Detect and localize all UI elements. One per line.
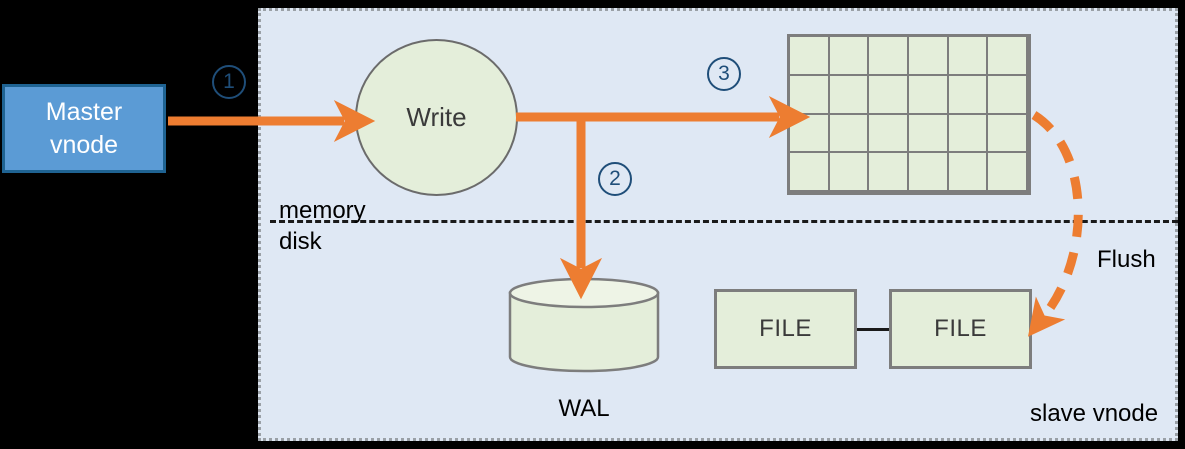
wal-label: WAL	[558, 395, 610, 422]
file-box-1-label: FILE	[759, 315, 812, 342]
memory-grid-cell	[790, 153, 830, 192]
memory-grid-cell	[909, 153, 949, 192]
master-vnode-line1: Master	[45, 97, 123, 126]
wal-cylinder[interactable]	[508, 277, 660, 373]
memory-grid-cell	[988, 153, 1028, 192]
memory-grid-cell	[790, 75, 830, 115]
memory-grid-cell	[829, 75, 870, 115]
step-circle-1: 1	[212, 65, 246, 99]
memory-grid-cell	[988, 75, 1028, 115]
write-node-label: Write	[406, 102, 467, 132]
memory-grid-cell	[869, 75, 909, 115]
master-vnode-box[interactable]: Master vnode	[2, 84, 166, 173]
file-box-2[interactable]: FILE	[889, 289, 1032, 369]
master-vnode-line2: vnode	[49, 130, 119, 159]
memory-grid-cell	[948, 75, 989, 115]
memory-grid-cell	[909, 37, 949, 76]
memory-grid-cell	[909, 75, 949, 115]
memory-grid-cell	[869, 153, 909, 192]
memory-grid-cell	[948, 153, 989, 192]
flush-label: Flush	[1097, 246, 1156, 273]
wal-cylinder-shape	[508, 277, 660, 373]
memory-grid	[787, 34, 1031, 195]
memory-grid-cell	[948, 114, 989, 154]
memory-grid-cell	[829, 37, 870, 76]
memory-grid-cell	[790, 37, 830, 76]
memory-grid-cell	[829, 153, 870, 192]
step-circle-2: 2	[598, 162, 632, 196]
step-circle-3: 3	[707, 57, 741, 91]
file-connector-line	[857, 328, 889, 331]
memory-grid-cell	[948, 37, 989, 76]
memory-grid-cell	[869, 114, 909, 154]
memory-label: memory	[279, 197, 366, 224]
step-1-number: 1	[223, 70, 235, 93]
file-box-2-label: FILE	[934, 315, 987, 342]
slave-vnode-label: slave vnode	[1030, 400, 1159, 427]
file-box-1[interactable]: FILE	[714, 289, 857, 369]
memory-disk-divider	[270, 220, 1178, 223]
memory-grid-cell	[909, 114, 949, 154]
disk-label: disk	[279, 228, 322, 255]
memory-grid-cell	[869, 37, 909, 76]
memory-grid-cell	[988, 114, 1028, 154]
step-3-number: 3	[718, 62, 730, 85]
memory-grid-cell	[829, 114, 870, 154]
memory-grid-cell	[790, 114, 830, 154]
step-2-number: 2	[609, 167, 621, 190]
write-node[interactable]: Write	[355, 39, 518, 196]
memory-grid-cell	[988, 37, 1028, 76]
